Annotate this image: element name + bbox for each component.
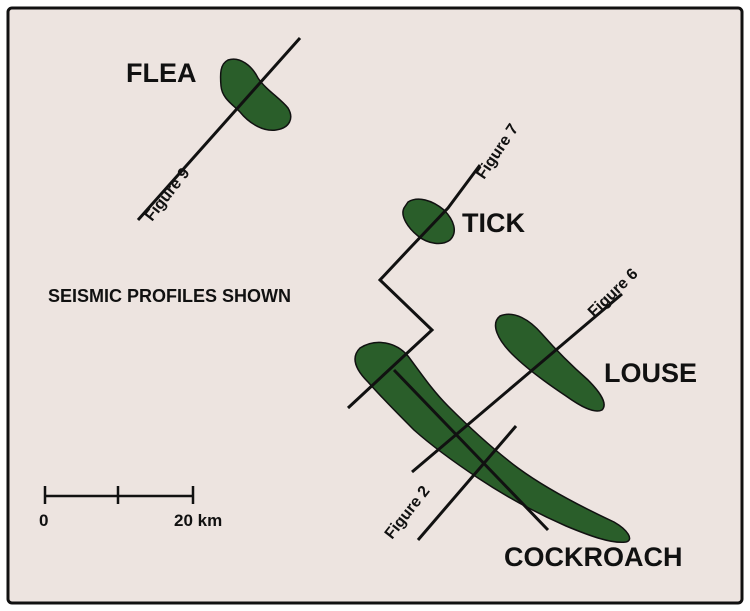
profile-line-figure-9 — [136, 37, 302, 221]
field-label-tick: TICK — [462, 208, 525, 238]
scale-bar-end-label: 20 km — [174, 511, 222, 530]
field-label-louse: LOUSE — [604, 358, 697, 388]
map-background — [6, 6, 744, 605]
field-flea-outline — [219, 58, 292, 131]
profile-line-figure-6 — [411, 292, 623, 474]
field-cockroach-outline — [354, 341, 631, 544]
seismic-profiles-title: SEISMIC PROFILES SHOWN — [48, 286, 291, 306]
profile-line-figure-7 — [346, 164, 482, 410]
profile-line-figure-2-cross — [416, 425, 518, 541]
field-label-cockroach: COCKROACH — [504, 542, 683, 572]
field-louse-outline — [494, 313, 605, 412]
profile-line-figure-2 — [392, 368, 550, 532]
scale-bar: 0 20 km — [39, 486, 222, 530]
field-label-flea: FLEA — [126, 58, 197, 88]
field-tick-outline — [402, 198, 455, 245]
scale-bar-start-label: 0 — [39, 511, 48, 530]
